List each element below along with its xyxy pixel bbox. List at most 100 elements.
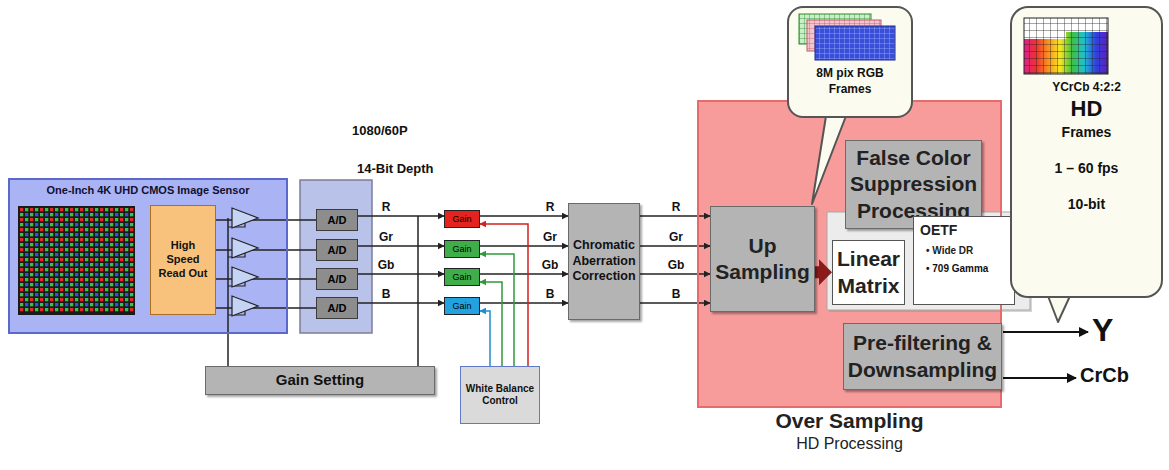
bayer-pixel <box>125 238 128 241</box>
bayer-pixel <box>95 233 98 236</box>
bayer-pixel <box>30 303 33 306</box>
bayer-pixel <box>100 298 103 301</box>
bayer-pixel <box>30 208 33 211</box>
bayer-pixel <box>110 233 113 236</box>
node-text: YCrCb 4:2:2 <box>1016 80 1157 94</box>
bayer-pixel <box>90 213 93 216</box>
bayer-pixel <box>115 283 118 286</box>
bayer-pixel <box>70 243 73 246</box>
bayer-pixel <box>85 248 88 251</box>
bayer-pixel <box>30 258 33 261</box>
node-text: 1 – 60 fps <box>1016 160 1157 176</box>
processing-region: Over SamplingHD ProcessingUp SamplingFal… <box>697 100 1002 408</box>
text-group: False Color Suppression Processing <box>848 145 979 224</box>
bayer-pixel <box>95 218 98 221</box>
bayer-pixel <box>55 213 58 216</box>
bayer-pixel <box>115 228 118 231</box>
bayer-pixel <box>120 208 123 211</box>
bayer-pixel <box>50 228 53 231</box>
bayer-pixel <box>90 253 93 256</box>
bayer-pixel <box>90 258 93 261</box>
bayer-pixel <box>65 298 68 301</box>
bayer-pixel <box>95 228 98 231</box>
bayer-pixel <box>60 293 63 296</box>
bayer-pixel <box>130 228 133 231</box>
bayer-pixel <box>45 303 48 306</box>
bayer-pixel <box>110 248 113 251</box>
node-text: HD <box>1016 96 1157 122</box>
bayer-pixel <box>80 278 83 281</box>
signal-wire <box>358 215 444 217</box>
adc-box: A/D <box>316 297 358 319</box>
bayer-pixel <box>75 308 78 311</box>
bayer-pixel <box>120 268 123 271</box>
node-text: Over Sampling <box>699 409 1000 433</box>
bayer-pixel <box>90 293 93 296</box>
bayer-pixel <box>120 248 123 251</box>
bayer-pixel <box>105 253 108 256</box>
bayer-pixel <box>50 278 53 281</box>
bayer-pixel <box>120 303 123 306</box>
bayer-pixel <box>45 263 48 266</box>
bayer-pixel <box>115 223 118 226</box>
signal-wire <box>216 249 316 251</box>
bayer-pixel <box>85 253 88 256</box>
bayer-pixel <box>45 273 48 276</box>
process-box: Up Sampling <box>710 206 815 312</box>
text-group: A/D <box>319 273 355 285</box>
bayer-pixel <box>105 293 108 296</box>
bayer-pixel <box>35 288 38 291</box>
bayer-pixel <box>65 233 68 236</box>
bayer-pixel <box>110 228 113 231</box>
bayer-pixel <box>105 218 108 221</box>
bayer-pixel <box>125 213 128 216</box>
bayer-pixel <box>40 213 43 216</box>
bayer-pixel <box>20 208 23 211</box>
bayer-pixel <box>125 273 128 276</box>
bayer-pixel <box>50 258 53 261</box>
signal-wire <box>358 245 444 247</box>
bayer-pixel <box>55 273 58 276</box>
bayer-pixel <box>40 293 43 296</box>
bayer-pixel <box>130 298 133 301</box>
output-arrow <box>1003 331 1088 333</box>
bayer-pixel <box>115 218 118 221</box>
bayer-pixel <box>65 288 68 291</box>
signal-wire <box>480 302 568 304</box>
bayer-pixel <box>105 288 108 291</box>
bayer-pixel <box>95 213 98 216</box>
node-text: Gain <box>445 244 479 254</box>
bayer-pixel <box>40 233 43 236</box>
bayer-pixel <box>20 298 23 301</box>
bayer-pixel <box>100 263 103 266</box>
bayer-pixel <box>95 258 98 261</box>
bayer-pixel <box>40 238 43 241</box>
bayer-pixel <box>75 223 78 226</box>
bayer-pixel <box>115 308 118 311</box>
adc-box: A/D <box>316 239 358 261</box>
text-group: A/D <box>319 214 355 226</box>
bayer-pixel <box>115 258 118 261</box>
bayer-pixel <box>65 258 68 261</box>
bayer-pixel <box>35 278 38 281</box>
text-group: Up Sampling <box>713 233 812 286</box>
bayer-pixel <box>100 303 103 306</box>
bayer-pixel <box>60 278 63 281</box>
bayer-pixel <box>115 298 118 301</box>
bayer-pixel <box>120 273 123 276</box>
bayer-pixel <box>80 288 83 291</box>
bayer-pixel <box>95 268 98 271</box>
bayer-pixel <box>65 243 68 246</box>
bayer-pixel <box>105 263 108 266</box>
process-box: Chromatic Aberration Correction <box>568 203 640 320</box>
bayer-pixel <box>20 278 23 281</box>
bayer-pixel <box>45 228 48 231</box>
bayer-pixel <box>115 303 118 306</box>
bayer-pixel <box>65 293 68 296</box>
bayer-pixel <box>105 268 108 271</box>
process-box: OETF• Wide DR• 709 Gamma <box>913 216 1015 305</box>
bayer-pixel <box>70 238 73 241</box>
bayer-pixel <box>25 248 28 251</box>
bayer-pixel <box>25 208 28 211</box>
text-group: OETF• Wide DR• 709 Gamma <box>920 222 1008 274</box>
